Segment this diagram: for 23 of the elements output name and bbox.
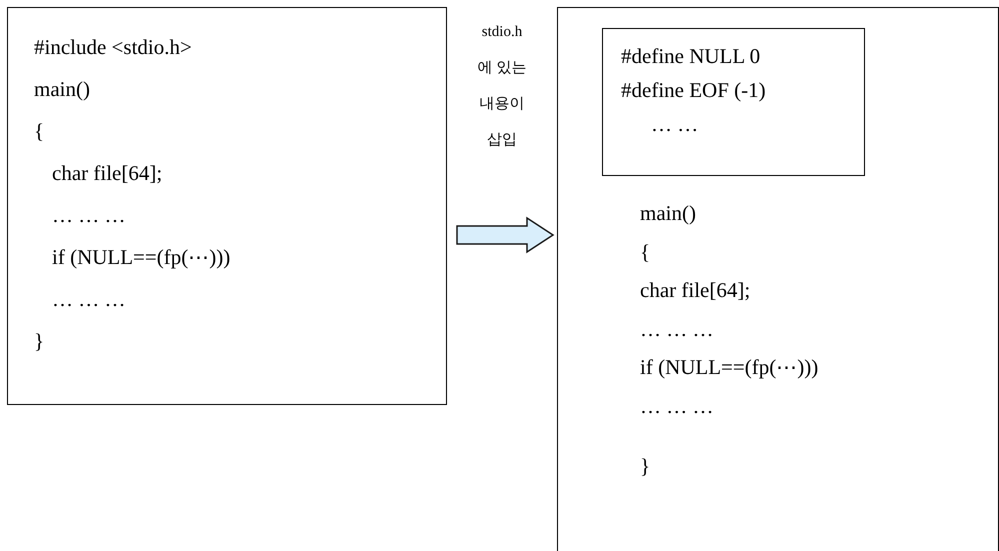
code-box — [602, 28, 865, 176]
code-line: … … … — [640, 392, 714, 420]
code-line: } — [34, 328, 44, 355]
code-line: #define EOF (-1) — [621, 77, 766, 104]
block-arrow — [456, 216, 554, 254]
code-line: … … … — [51, 202, 126, 229]
code-line: char file[64]; — [51, 160, 162, 187]
code-box — [557, 7, 999, 551]
note-text: stdio.h 에 있는 내용이 삽입 — [476, 23, 528, 150]
code-line: } — [640, 453, 650, 480]
code-line: if (NULL==(fp(⋯))) — [640, 354, 818, 381]
code-box — [7, 7, 447, 405]
code-line: main() — [640, 200, 696, 227]
code-line: { — [34, 118, 44, 145]
code-line: #define NULL 0 — [621, 43, 760, 70]
code-line: #include <stdio.h> — [34, 34, 192, 61]
code-line: { — [640, 238, 650, 266]
code-line: char file[64]; — [640, 277, 750, 304]
code-line: main() — [34, 76, 90, 103]
code-line: … … … — [51, 286, 126, 313]
code-line: … … — [650, 111, 698, 138]
code-line: … … … — [640, 316, 714, 342]
code-line: if (NULL==(fp(⋯))) — [51, 244, 230, 271]
